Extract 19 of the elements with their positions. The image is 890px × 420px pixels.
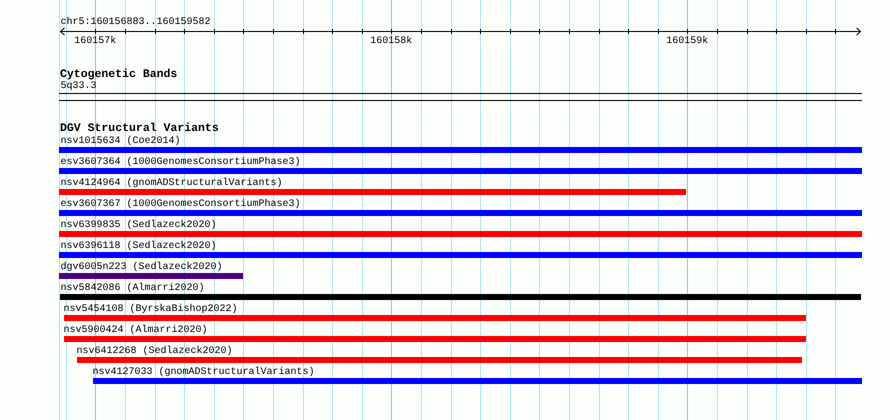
feature-label: nsv5454108 (ByrskaBishop2022)	[64, 304, 238, 314]
feature-label: nsv4127033 (gnomADStructuralVariants)	[92, 366, 315, 378]
feature-label: esv3607367 (1000GenomesConsortiumPhase3)	[60, 198, 301, 210]
band-label: 5q33.3	[60, 80, 97, 92]
locus-label: chr5:160156883..160159582	[60, 16, 211, 28]
feature-label: nsv6396118 (Sedlazeck2020)	[60, 240, 217, 252]
feature-label: nsv1015634 (Coe2014)	[60, 136, 181, 146]
feature-label: nsv5900424 (Almarri2020)	[64, 324, 208, 336]
feature-label: esv3607364 (1000GenomesConsortiumPhase3)	[60, 156, 301, 168]
tick-label: 160159k	[666, 36, 708, 47]
track-title: DGV Structural Variants	[60, 122, 219, 135]
tick-label: 160157k	[74, 36, 116, 47]
feature-label: dgv6005n223 (Sedlazeck2020)	[60, 262, 223, 272]
tick-label: 160158k	[370, 36, 412, 47]
feature-label: nsv6399835 (Sedlazeck2020)	[60, 220, 217, 230]
feature-label: nsv4124964 (gnomADStructuralVariants)	[60, 178, 283, 188]
feature-label: nsv5842086 (Almarri2020)	[60, 282, 205, 294]
feature-label: nsv6412268 (Sedlazeck2020)	[76, 346, 233, 356]
track-title: Cytogenetic Bands	[60, 68, 178, 81]
